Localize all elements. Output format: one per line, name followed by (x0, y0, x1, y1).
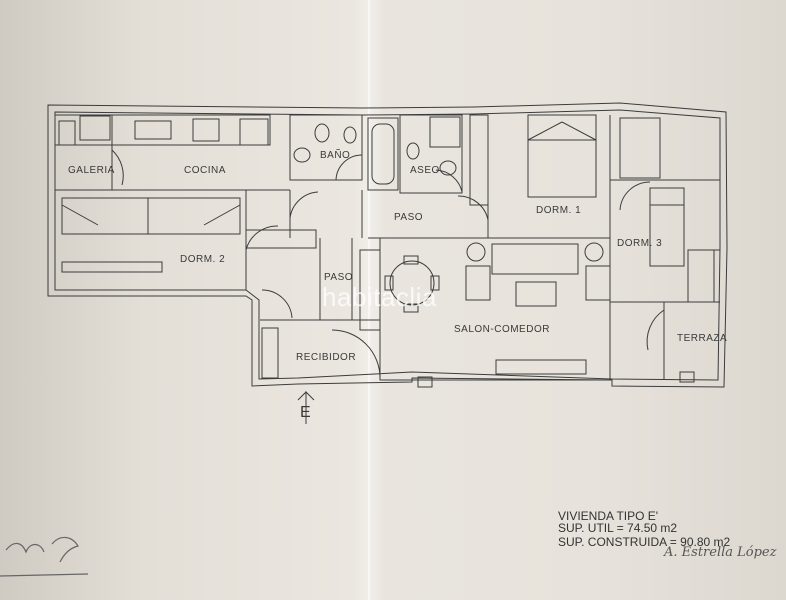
room-label-salon: SALON-COMEDOR (454, 324, 550, 335)
sofa (491, 243, 579, 275)
bano-basin (293, 147, 311, 163)
dorm3-door (619, 181, 651, 211)
galeria-sink (58, 120, 76, 146)
coffee-table (515, 281, 557, 307)
outer-wall (47, 102, 728, 388)
spec-useful-area: SUP. UTIL = 74.50 m2 (558, 521, 678, 535)
dorm1-bed (527, 114, 597, 198)
paso-door-right (457, 195, 489, 221)
aseo-toilet (406, 142, 420, 160)
room-label-paso-upper: PASO (394, 212, 424, 223)
dorm2-table (61, 261, 163, 273)
dorm3-bed (649, 187, 685, 267)
dorm1-wardrobe (469, 114, 489, 206)
spec-built-area: SUP. CONSTRUIDA = 90.80 m2 (558, 535, 731, 549)
terraza-column (679, 371, 695, 383)
armchair-left (465, 265, 491, 301)
spec-type: VIVIENDA TIPO E' (558, 509, 659, 523)
armchair-right (585, 265, 611, 301)
room-label-cocina: COCINA (184, 165, 226, 176)
bano-bidet (343, 126, 357, 144)
kitchen-counter (54, 114, 271, 146)
room-label-dorm1: DORM. 1 (536, 205, 582, 216)
signature: A. Estrella López (664, 545, 777, 560)
recibidor-column (417, 376, 433, 388)
salon-bench (359, 249, 381, 331)
paper-fold (368, 0, 370, 600)
room-label-galeria: GALERIA (68, 165, 115, 176)
galeria-appliance (79, 115, 111, 141)
bano-toilet (314, 123, 330, 143)
dorm2-door (245, 225, 279, 251)
dorm3-wardrobe (687, 249, 715, 303)
dining-table (389, 260, 435, 306)
paso-door-left (289, 191, 319, 219)
recibidor-door (331, 329, 381, 379)
cooktop (192, 118, 220, 142)
room-label-terraza: TERRAZA (677, 333, 728, 344)
aseo-door (435, 169, 463, 193)
room-label-dorm2: DORM. 2 (180, 254, 226, 265)
entrance-label: E (300, 404, 311, 421)
room-label-paso-lower: PASO (324, 272, 354, 283)
company-stamp (0, 536, 89, 577)
dorm2-bed (61, 197, 241, 235)
sink (134, 120, 172, 140)
room-label-aseo: ASEO (410, 165, 440, 176)
terraza-door (646, 309, 665, 351)
room-label-dorm3: DORM. 3 (617, 238, 663, 249)
side-table-right (584, 242, 604, 262)
sideboard (495, 359, 587, 375)
side-table-left (466, 242, 486, 262)
dorm3-closet (619, 117, 661, 179)
watermark: habitaclia (322, 282, 437, 312)
bathtub (367, 117, 399, 191)
room-label-bano: BAÑO (320, 150, 351, 161)
bano-door (335, 154, 363, 181)
paso-door-lower (261, 289, 293, 319)
outer-wall-inner (54, 109, 721, 381)
aseo-room (399, 114, 463, 194)
fridge (239, 118, 269, 146)
aseo-basin (439, 160, 457, 176)
kitchen-door (111, 149, 124, 186)
bano-room (289, 114, 363, 181)
shower (429, 116, 461, 148)
entrance-arrow (297, 390, 315, 424)
recibidor-closet (261, 327, 279, 379)
room-label-recibidor: RECIBIDOR (296, 352, 357, 363)
dorm2-wardrobe (245, 229, 317, 249)
